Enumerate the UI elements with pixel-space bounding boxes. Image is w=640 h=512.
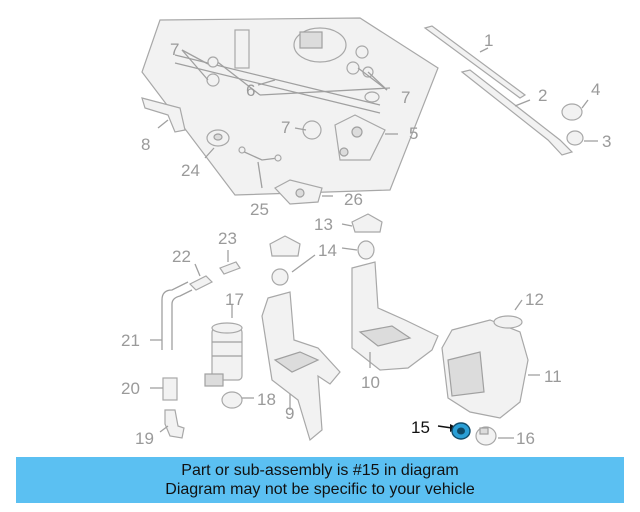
callout-7a: 7	[170, 40, 179, 59]
callout-20: 20	[121, 379, 140, 398]
upper-mount	[341, 213, 383, 233]
reservoir-cap	[493, 299, 523, 329]
wiper-blade	[423, 25, 527, 99]
callout-22: 22	[172, 247, 191, 266]
left-mount	[269, 235, 316, 286]
callout-5: 5	[409, 124, 418, 143]
nozzle-housing	[274, 179, 333, 205]
callout-8: 8	[141, 135, 150, 154]
bracket	[141, 97, 186, 133]
callout-1: 1	[484, 31, 493, 50]
callout-24: 24	[181, 161, 200, 180]
callout-17: 17	[225, 290, 244, 309]
elbow-connector	[159, 409, 185, 439]
lower-mount	[341, 240, 375, 260]
callout-16: 16	[516, 429, 535, 448]
callout-7c: 7	[281, 118, 290, 137]
caption-line-2: Diagram may not be specific to your vehi…	[165, 481, 475, 498]
grommet	[204, 129, 230, 159]
spray-nozzle-a	[188, 263, 214, 291]
callout-7b: 7	[401, 88, 410, 107]
callout-15-highlighted: 15	[411, 418, 430, 437]
washer-pump	[204, 305, 243, 387]
callout-26: 26	[344, 190, 363, 209]
parts-diagram: 1 2 3 4 5 6 7 7 7 8 9 10 11 12 13 14 15 …	[121, 17, 611, 448]
pivot-cap	[561, 99, 589, 121]
pump-grommet	[221, 391, 254, 409]
callout-11: 11	[544, 367, 562, 386]
washer-pump-connector	[475, 426, 514, 446]
caption-banner: Part or sub-assembly is #15 in diagram D…	[16, 457, 624, 503]
pivot-nut	[566, 130, 598, 146]
callout-10: 10	[361, 373, 380, 392]
callout-4: 4	[591, 80, 600, 99]
reservoir-bracket-left	[261, 291, 341, 442]
callout-21: 21	[121, 331, 140, 350]
callout-13: 13	[314, 215, 333, 234]
spray-nozzle-b	[219, 250, 241, 275]
highlighted-part-15	[437, 422, 471, 440]
callout-25: 25	[250, 200, 269, 219]
filler-neck	[150, 281, 193, 350]
callout-19: 19	[135, 429, 154, 448]
washer-reservoir	[441, 319, 540, 419]
callout-14: 14	[318, 241, 337, 260]
callout-12: 12	[525, 290, 544, 309]
reservoir-bracket-right	[351, 261, 439, 371]
wiper-arm	[460, 69, 574, 156]
callout-9: 9	[285, 404, 294, 423]
callout-2: 2	[538, 86, 547, 105]
callout-6: 6	[246, 81, 255, 100]
callout-18: 18	[257, 390, 276, 409]
hose-sleeve	[150, 377, 178, 401]
wiper-linkage-assembly	[141, 17, 439, 196]
washer-hose-tee	[238, 146, 282, 189]
callout-23: 23	[218, 229, 237, 248]
caption-line-1: Part or sub-assembly is #15 in diagram	[181, 462, 459, 479]
callout-3: 3	[602, 132, 611, 151]
